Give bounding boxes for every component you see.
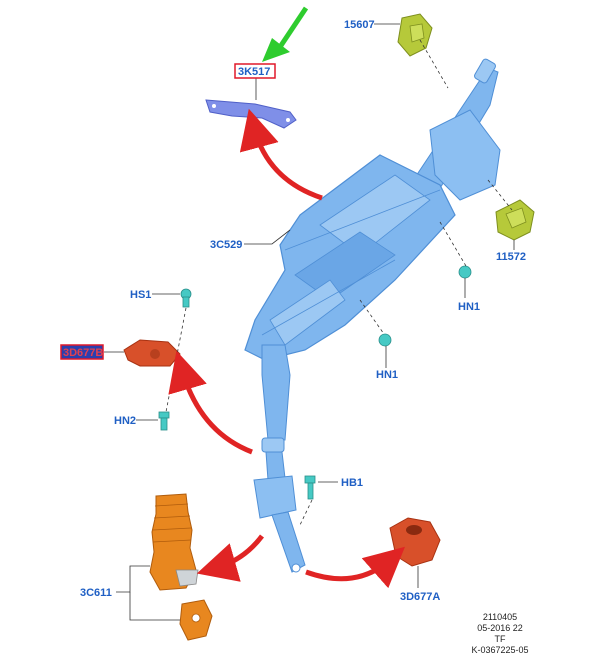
leader-lines: [104, 23, 515, 621]
bracket-small-label-highlight: [60, 344, 104, 360]
screw-hs1-part: [180, 288, 192, 308]
label-hn2: HN2: [114, 415, 136, 427]
assembly-lines: [165, 39, 513, 526]
label-3d677a: 3D677A: [400, 591, 440, 603]
nut-hn1-center-part: [378, 333, 392, 347]
footer-line-1: 2110405: [483, 612, 517, 622]
label-hn1-center: HN1: [376, 369, 398, 381]
label-hb1: HB1: [341, 477, 363, 489]
footer-line-4: K-0367225-05: [471, 645, 528, 654]
footer-line-3: TF: [495, 634, 506, 644]
label-15607: 15607: [344, 19, 375, 31]
bracket-3k517-part: [205, 99, 297, 129]
bracket-3d677b-part: [123, 339, 181, 367]
upper-clip-15607-part: [397, 13, 433, 57]
bracket-label-highlight: [234, 63, 276, 79]
footer-line-2: 05-2016 22: [477, 623, 523, 633]
label-3k517: 3K517: [238, 66, 270, 78]
relocation-arrows: [168, 108, 406, 589]
callout-labels: 3K517 15607 3C529 11572 HS1 3D677B HN2 H…: [60, 19, 526, 603]
green-pointer-arrow: [262, 6, 309, 62]
boot-3c611-part: [149, 493, 213, 641]
label-11572: 11572: [496, 251, 526, 263]
screw-hn2-part: [158, 411, 170, 431]
label-hn1-right: HN1: [458, 301, 480, 313]
bolt-hb1-part: [304, 475, 316, 500]
nut-hn1-right-part: [458, 265, 472, 279]
label-3d677b: 3D677B: [63, 347, 103, 359]
label-hs1: HS1: [130, 289, 151, 301]
label-3c611: 3C611: [80, 587, 112, 599]
label-3c529: 3C529: [210, 239, 242, 251]
steering-column: [244, 58, 501, 573]
clamp-11572-part: [495, 199, 535, 241]
seal-3d677a-part: [389, 517, 441, 567]
reference-footer: 2110405 05-2016 22 TF K-0367225-05: [471, 612, 528, 654]
